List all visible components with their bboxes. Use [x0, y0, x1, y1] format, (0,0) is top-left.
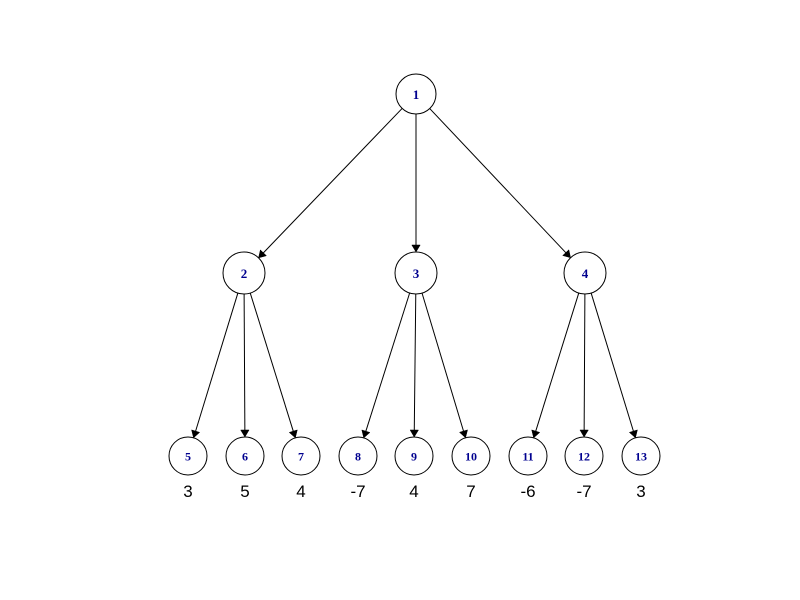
edge-arrowhead	[579, 429, 589, 438]
node-circle[interactable]	[394, 251, 438, 295]
node-circle[interactable]	[563, 251, 607, 295]
tree-edge	[579, 293, 589, 438]
edge-arrowhead	[628, 429, 638, 439]
tree-node-5[interactable]: 5	[168, 436, 208, 476]
tree-edge	[429, 108, 571, 259]
tree-edge	[361, 292, 411, 439]
tree-node-4[interactable]: 4	[563, 251, 607, 295]
node-label: 12	[578, 450, 590, 464]
tree-node-10[interactable]: 10	[451, 436, 491, 476]
tree-node-1[interactable]: 1	[395, 73, 437, 115]
tree-node-8[interactable]: 8	[338, 436, 378, 476]
tree-node-13[interactable]: 13	[621, 436, 661, 476]
leaf-value-n9: 4	[409, 482, 418, 501]
leaf-value-n10: 7	[466, 482, 475, 501]
leaf-value-n12: -7	[576, 482, 591, 501]
edges-layer	[191, 108, 638, 439]
tree-node-2[interactable]: 2	[222, 251, 266, 295]
node-label: 13	[635, 450, 647, 464]
tree-node-12[interactable]: 12	[564, 436, 604, 476]
tree-node-7[interactable]: 7	[281, 436, 321, 476]
node-label: 6	[242, 450, 248, 464]
edge-arrowhead	[191, 429, 201, 439]
tree-edge	[411, 114, 421, 253]
tree-node-11[interactable]: 11	[508, 436, 548, 476]
tree-node-6[interactable]: 6	[225, 436, 265, 476]
edge-arrowhead	[258, 249, 267, 259]
edge-arrowhead	[409, 429, 419, 438]
edge-arrowhead	[411, 244, 421, 253]
leaf-value-n8: -7	[350, 482, 365, 501]
node-label: 1	[413, 87, 420, 102]
leaf-value-n5: 3	[183, 482, 192, 501]
edge-arrowhead	[240, 429, 250, 438]
tree-edge	[409, 293, 419, 438]
node-circle[interactable]	[222, 251, 266, 295]
node-label: 2	[241, 266, 248, 281]
tree-node-3[interactable]: 3	[394, 251, 438, 295]
node-label: 10	[465, 450, 477, 464]
tree-node-9[interactable]: 9	[394, 436, 434, 476]
node-label: 8	[355, 450, 361, 464]
tree-edge	[590, 292, 638, 439]
leaf-value-n6: 5	[240, 482, 249, 501]
node-circle[interactable]	[281, 436, 321, 476]
edge-arrowhead	[562, 249, 571, 259]
edge-arrowhead	[361, 429, 371, 439]
edge-arrowhead	[288, 429, 298, 439]
tree-edge	[258, 108, 403, 259]
node-label: 4	[582, 266, 589, 281]
leaf-value-n11: -6	[520, 482, 535, 501]
node-label: 11	[522, 450, 533, 464]
tree-edge	[421, 292, 468, 439]
node-circle[interactable]	[394, 436, 434, 476]
node-circle[interactable]	[395, 73, 437, 115]
leaf-values-layer: 3 5 4 -7 4 7 -6 -7 3	[183, 482, 645, 501]
tree-edge	[531, 292, 580, 439]
node-circle[interactable]	[508, 436, 548, 476]
tree-edge	[191, 292, 239, 439]
node-label: 7	[298, 450, 304, 464]
node-circle[interactable]	[564, 436, 604, 476]
leaf-value-n13: 3	[636, 482, 645, 501]
node-label: 5	[185, 450, 191, 464]
node-circle[interactable]	[338, 436, 378, 476]
tree-edge	[240, 293, 250, 438]
node-circle[interactable]	[621, 436, 661, 476]
node-label: 3	[413, 266, 420, 281]
tree-edge	[249, 292, 298, 439]
node-circle[interactable]	[225, 436, 265, 476]
node-circle[interactable]	[168, 436, 208, 476]
edge-arrowhead	[531, 429, 541, 439]
edge-arrowhead	[458, 429, 468, 439]
leaf-value-n7: 4	[296, 482, 305, 501]
node-circle[interactable]	[451, 436, 491, 476]
node-label: 9	[411, 450, 417, 464]
